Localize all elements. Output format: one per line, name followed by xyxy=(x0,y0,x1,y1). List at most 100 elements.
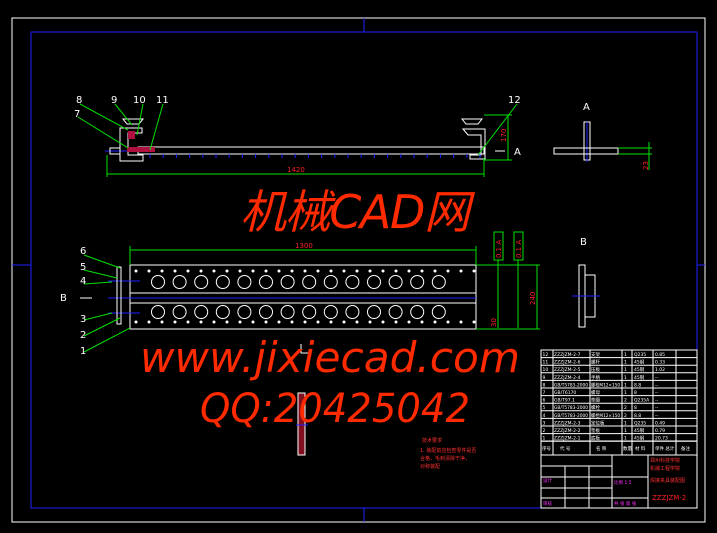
large-hole xyxy=(280,305,295,319)
notes-line-3: 对称装配 xyxy=(420,463,440,470)
centering-marks xyxy=(12,18,705,522)
bom-cell-name: 底板 xyxy=(591,435,600,442)
bom-cell-mat: Q235A xyxy=(634,398,650,404)
balloon-7: 7 xyxy=(74,109,80,120)
bolt-hole xyxy=(433,269,437,273)
bom-header: 序号 代 号 名 称 数量 材 料 单件 总计 备注 xyxy=(541,440,697,452)
balloon-8: 8 xyxy=(76,95,82,106)
bom-cell-mat: 45钢 xyxy=(634,427,645,434)
bolt-hole xyxy=(407,269,411,273)
balloon-10: 10 xyxy=(133,95,146,106)
bom-cell-no: 7 xyxy=(543,390,546,396)
tolerance-frame-2: 0.1 A xyxy=(515,240,523,258)
checker-label: 审核 xyxy=(543,500,552,507)
bolt-hole xyxy=(277,269,281,273)
bolt-hole xyxy=(134,320,138,324)
bom-header-no: 序号 xyxy=(542,445,551,452)
large-hole xyxy=(410,305,425,319)
bom-cell-mat: 45钢 xyxy=(634,366,645,373)
bolt-hole xyxy=(173,320,177,324)
drawing-name: 焊接夹具装配图 xyxy=(650,477,685,484)
bom-cell-no: 6 xyxy=(543,398,546,404)
bom-cell-code: ZZZJZM-2-3 xyxy=(554,420,581,426)
technical-requirements: 技术要求 1. 装配前应检查零件是否 合格，毛刺清除干净， 对称装配 xyxy=(420,437,476,470)
bom-cell-qty: 2 xyxy=(624,413,627,419)
bom-cell-qty: 1 xyxy=(624,360,627,366)
bom-cell-name: 螺杆 xyxy=(591,359,600,366)
large-hole xyxy=(302,305,317,319)
large-hole xyxy=(345,305,360,319)
view-a: A 23 xyxy=(553,102,652,170)
large-hole xyxy=(194,305,209,319)
balloon-3: 3 xyxy=(80,314,86,325)
bolt-hole xyxy=(459,320,463,324)
bolt-hole xyxy=(394,320,398,324)
bom-cell-name: 螺母 xyxy=(591,389,600,396)
top-view: 8 7 9 10 11 12 1420 170 A xyxy=(74,95,521,177)
large-hole xyxy=(388,275,403,289)
bolt-hole xyxy=(381,269,385,273)
large-hole xyxy=(237,305,252,319)
bolt-hole xyxy=(472,269,476,273)
bolt-hole xyxy=(368,269,372,273)
bolt-hole xyxy=(173,269,177,273)
bolt-hole xyxy=(212,320,216,324)
large-hole xyxy=(410,275,425,289)
bom-cell-no: 1 xyxy=(543,436,546,442)
company-name: 郑州科技学院 xyxy=(650,457,680,464)
bom-cell-mat: 8 xyxy=(634,405,637,411)
bom-cell-code: GB/T5783-2000 xyxy=(554,413,588,419)
bolt-hole xyxy=(303,269,307,273)
dim-240: 240 xyxy=(529,292,537,305)
bom-cell-w: -- xyxy=(655,376,659,381)
bom-cell-name: 螺栓 xyxy=(591,404,600,411)
title-block: 郑州科技学院 机械工程学院 焊接夹具装配图 ZZZJZM-2 设计 审核 比例 … xyxy=(540,454,698,509)
bom-cell-mat: Q235 xyxy=(634,420,646,426)
notes-line-1: 1. 装配前应检查零件是否 xyxy=(420,447,476,454)
bom-cell-mat: 45钢 xyxy=(634,359,645,366)
sheet-label: 共 张 第 张 xyxy=(614,500,637,507)
section-mark-b: B xyxy=(60,293,67,304)
notes-title: 技术要求 xyxy=(422,437,442,444)
bolt-hole xyxy=(407,320,411,324)
dim-23: 23 xyxy=(642,161,650,170)
dim-170: 170 xyxy=(500,129,508,142)
large-hole xyxy=(259,305,273,319)
watermark-qq: QQ:20425042 xyxy=(200,386,470,432)
bom-cell-qty: 1 xyxy=(624,367,627,373)
bom-header-material: 材 料 xyxy=(635,445,646,452)
balloon-12: 12 xyxy=(508,95,521,106)
bolt-hole xyxy=(199,320,203,324)
bolt-hole xyxy=(251,269,255,273)
large-hole xyxy=(323,275,338,289)
bolt-hole xyxy=(446,269,450,273)
drawing-number: ZZZJZM-2 xyxy=(652,494,686,502)
bolt-hole xyxy=(316,269,320,273)
bom-cell-code: GB/T5783-2000 xyxy=(554,405,588,411)
bom-cell-qty: 1 xyxy=(624,375,627,381)
bom-cell-code: GB/T97.1 xyxy=(554,398,575,404)
large-hole xyxy=(259,275,273,289)
large-hole xyxy=(367,305,381,319)
bolt-hole xyxy=(459,269,463,273)
large-hole xyxy=(215,305,230,319)
front-view: 6 5 4 3 2 1 B 1300 240 30 0.1 A 0.1 A xyxy=(60,231,540,357)
bolt-hole xyxy=(147,269,151,273)
notes-line-2: 合格，毛刺清除干净， xyxy=(420,455,470,462)
bom-cell-qty: 1 xyxy=(624,382,627,388)
large-hole xyxy=(172,305,187,319)
bom-cell-code: ZZZJZM-2-7 xyxy=(554,352,581,358)
bom-header-name: 名 称 xyxy=(596,445,607,452)
outer-border xyxy=(11,17,706,523)
bolt-hole xyxy=(472,320,476,324)
bom-header-qty: 数量 xyxy=(623,445,632,452)
large-hole xyxy=(151,275,165,289)
bom-cell-name: 螺栓M12×150 xyxy=(591,412,620,419)
bolt-hole xyxy=(342,320,346,324)
